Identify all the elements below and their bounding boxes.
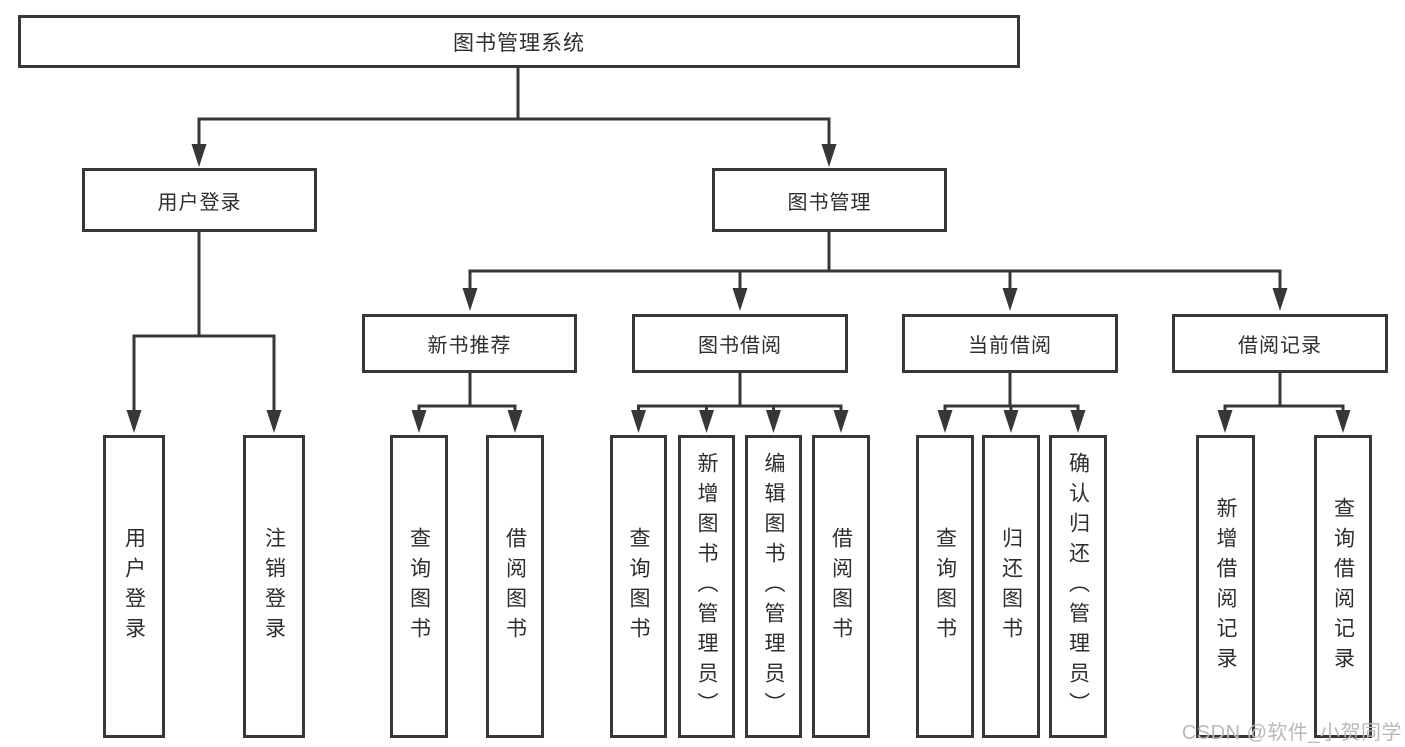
node-user-login: 用户登录 — [82, 168, 317, 232]
leaf-return-books: 归还图书 — [982, 435, 1040, 738]
leaf-label: 归还图书 — [999, 526, 1023, 647]
node-label: 图书借阅 — [698, 335, 782, 357]
leaf-label: 编辑图书（管理员） — [762, 451, 785, 722]
leaf-logout: 注销登录 — [243, 435, 305, 738]
leaf-label: 查询图书 — [933, 526, 957, 647]
leaf-label: 用户登录 — [122, 526, 146, 647]
leaf-label: 查询借阅记录 — [1331, 496, 1355, 677]
leaf-add-borrow-record: 新增借阅记录 — [1196, 435, 1255, 738]
node-book-borrow: 图书借阅 — [632, 314, 848, 373]
leaf-label: 确认归还（管理员） — [1066, 451, 1090, 722]
leaf-label: 新增图书（管理员） — [695, 451, 718, 722]
node-library-management-system: 图书管理系统 — [18, 15, 1020, 68]
leaf-query-books-recommend: 查询图书 — [390, 435, 448, 738]
node-label: 借阅记录 — [1238, 335, 1322, 357]
leaf-add-book-admin: 新增图书（管理员） — [678, 435, 735, 738]
leaf-confirm-return-admin: 确认归还（管理员） — [1049, 435, 1107, 738]
leaf-borrow-books: 借阅图书 — [812, 435, 870, 738]
leaf-query-books-current: 查询图书 — [916, 435, 974, 738]
node-label: 图书管理系统 — [453, 31, 585, 55]
leaf-edit-book-admin: 编辑图书（管理员） — [745, 435, 802, 738]
node-label: 当前借阅 — [968, 335, 1052, 357]
leaf-label: 查询图书 — [407, 526, 431, 647]
leaf-borrow-books-recommend: 借阅图书 — [486, 435, 544, 738]
node-label: 新书推荐 — [427, 335, 512, 357]
node-new-book-recommend: 新书推荐 — [362, 314, 577, 373]
leaf-user-login: 用户登录 — [103, 435, 165, 738]
node-label: 用户登录 — [157, 191, 242, 214]
leaf-label: 注销登录 — [262, 526, 286, 647]
leaf-label: 查询图书 — [627, 526, 650, 647]
node-current-borrow: 当前借阅 — [902, 314, 1118, 373]
node-book-management: 图书管理 — [712, 168, 947, 232]
csdn-watermark: CSDN @软件_小贺同学 — [1181, 722, 1402, 744]
node-borrow-records: 借阅记录 — [1172, 314, 1388, 373]
node-label: 图书管理 — [787, 191, 872, 214]
leaf-label: 借阅图书 — [829, 526, 853, 647]
leaf-label: 新增借阅记录 — [1214, 496, 1237, 677]
leaf-query-books-borrow: 查询图书 — [610, 435, 667, 738]
leaf-label: 借阅图书 — [503, 526, 527, 647]
leaf-query-borrow-record: 查询借阅记录 — [1314, 435, 1372, 738]
